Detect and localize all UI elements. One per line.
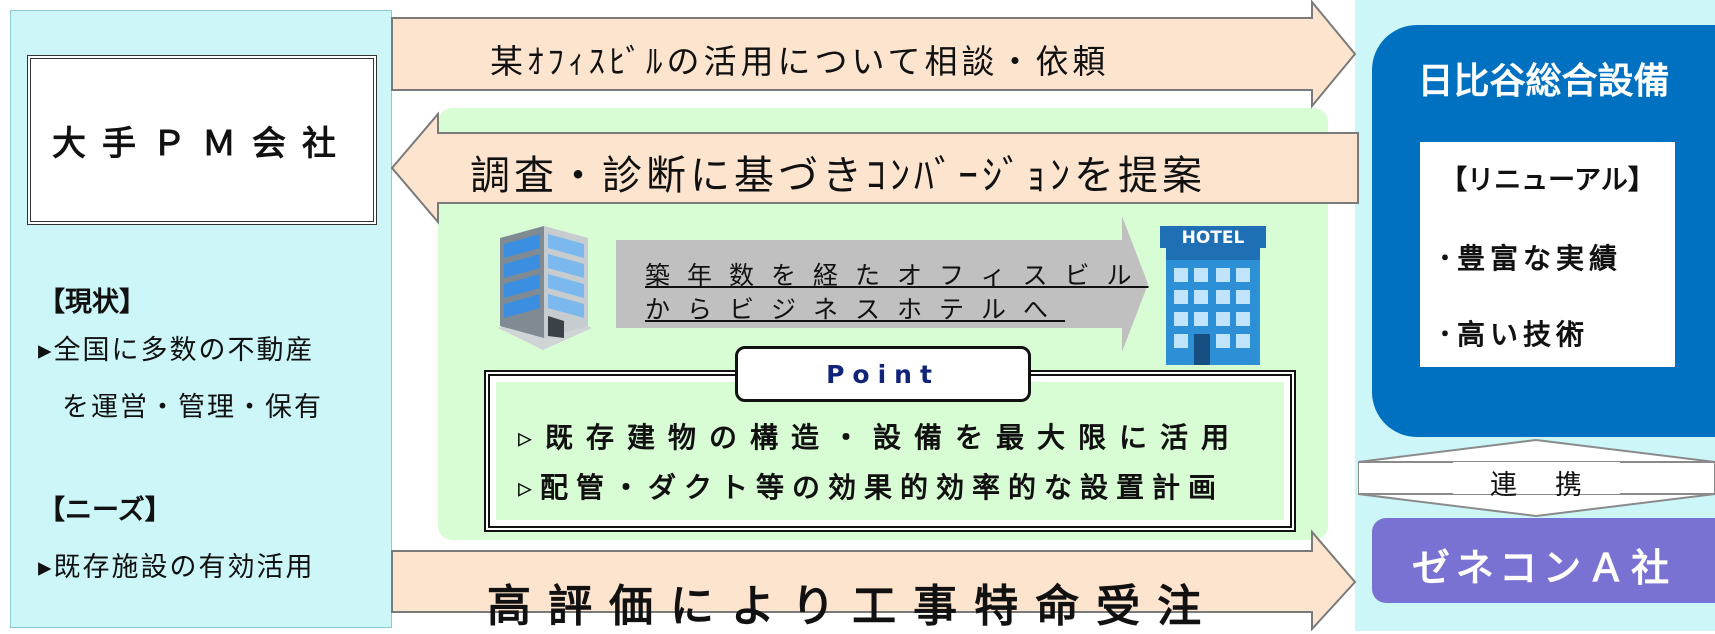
hotel-sign: HOTEL: [1182, 228, 1245, 248]
zenecon-label: ゼネコンＡ社: [1411, 546, 1676, 590]
point-title: Point: [826, 359, 940, 389]
conversion-text-line1: 築年数を経たオフィスビル: [645, 261, 1149, 290]
hibiya-company-name: 日比谷総合設備: [1417, 61, 1670, 102]
needs-line1: ▸既存施設の有効活用: [38, 552, 315, 583]
point-line2: ▹配管・ダクト等の効果的効率的な設置計画: [518, 471, 1225, 504]
link-label: 連携: [1490, 470, 1620, 501]
office-building-icon: [498, 226, 592, 350]
point-line1: ▹既存建物の構造・設備を最大限に活用: [518, 421, 1243, 454]
renewal-line2: ･高い技術: [1438, 318, 1590, 351]
link-double-arrow: [1358, 438, 1715, 518]
current-status-line2: を運営・管理・保有: [62, 392, 323, 423]
top-arrow-label: 某ｵﾌｨｽﾋﾞﾙの活用について相談・依頼: [490, 42, 1110, 81]
top-arrow: [391, 0, 1357, 109]
current-status-line1: ▸全国に多数の不動産: [38, 335, 315, 366]
point-badge: Point: [735, 346, 1031, 402]
middle-arrow: [390, 111, 1359, 225]
current-status-heading: 【現状】: [38, 287, 146, 318]
bottom-arrow-label: 高評価により工事特命受注: [487, 581, 1219, 632]
hotel-building-icon: HOTEL: [1160, 226, 1266, 365]
renewal-box: [1420, 142, 1675, 367]
bottom-arrow: [391, 529, 1357, 631]
middle-arrow-label: 調査・診断に基づきｺﾝﾊﾞｰｼﾞｮﾝを提案: [470, 153, 1206, 199]
conversion-text-line2: からビジネスホテルへ: [645, 295, 1066, 324]
pm-company-box: 大手ＰＭ会社: [27, 55, 377, 225]
pm-company-name: 大手ＰＭ会社: [52, 123, 352, 164]
flow-arrows: [390, 0, 1359, 631]
point-inner: [496, 382, 1284, 520]
zenecon-box: [1372, 518, 1715, 603]
needs-heading: 【ニーズ】: [38, 495, 172, 526]
conversion-arrow: [616, 216, 1148, 352]
renewal-line1: ･豊富な実績: [1438, 242, 1623, 275]
renewal-heading: 【リニューアル】: [1440, 165, 1655, 196]
